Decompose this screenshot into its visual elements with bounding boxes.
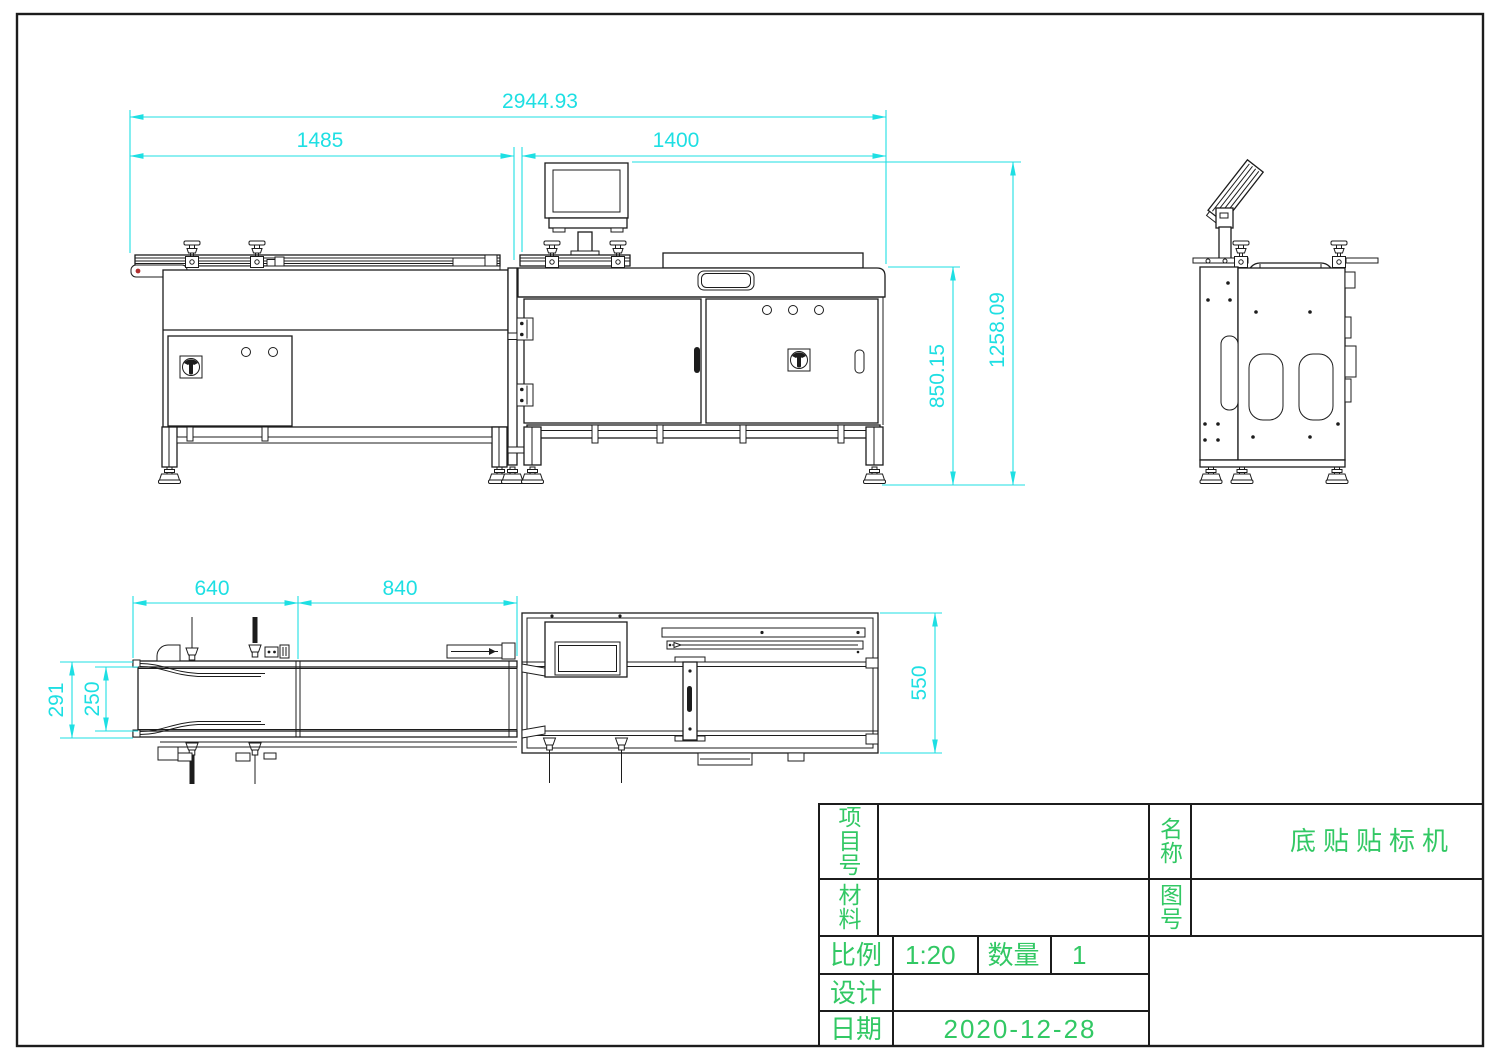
- adjuster-knob: [185, 647, 199, 661]
- power-switch: [179, 355, 203, 379]
- hinge: [516, 383, 534, 407]
- top-view: 640 840 291 250 550: [45, 577, 942, 784]
- adjuster-knob: [248, 742, 262, 756]
- top-dimensions: 640 840 291 250 550: [45, 577, 942, 754]
- material-value: [877, 880, 1148, 934]
- material-label: 材料: [835, 883, 861, 931]
- dim-infeed-length: 640: [194, 577, 229, 600]
- dim-belt-width: 250: [81, 681, 104, 716]
- screw-holes: [1203, 281, 1340, 442]
- roller-mark: [135, 268, 141, 274]
- hinge: [516, 317, 534, 341]
- power-switch: [787, 348, 811, 372]
- design-value: [892, 975, 1148, 1010]
- dim-infeed-width: 1485: [297, 129, 344, 152]
- guide-clamp: [248, 240, 266, 268]
- design-label: 设计: [829, 977, 882, 1008]
- guide-clamp: [183, 240, 201, 268]
- date-value: 2020-12-28: [943, 1013, 1097, 1044]
- dim-overall-height: 1258.09: [986, 292, 1009, 368]
- top-infeed-conveyor: [132, 617, 518, 784]
- name-value: 底贴贴标机: [1290, 826, 1456, 856]
- entry-bracket: [156, 644, 181, 662]
- monitor: [544, 162, 629, 257]
- drawing-no-label: 图号: [1156, 883, 1183, 931]
- top-labeler-machine: [521, 612, 879, 783]
- sensor: [264, 646, 279, 658]
- leveling-foot: [1199, 466, 1223, 484]
- side-view: [1192, 158, 1379, 484]
- scale-value: 1:20: [905, 940, 956, 970]
- guide-clamp: [1330, 240, 1348, 268]
- dim-machine-depth: 550: [908, 665, 931, 700]
- leveling-foot: [521, 466, 544, 484]
- date-label: 日期: [829, 1013, 882, 1044]
- dim-labeler-width: 1400: [653, 129, 700, 152]
- front-dimensions: 2944.93 1485 1400 850.15 1258.09: [129, 90, 1025, 486]
- front-view: 2944.93 1485 1400 850.15 1258.09: [129, 90, 1025, 486]
- sheet-border: [15, 12, 1485, 1048]
- project-no-value: [877, 805, 1148, 877]
- leveling-foot: [1325, 466, 1349, 484]
- dim-table-height: 850.15: [926, 344, 949, 408]
- scale-label: 比例: [829, 940, 882, 970]
- front-labeler-machine: [516, 162, 886, 484]
- leveling-foot: [1230, 466, 1254, 484]
- front-infeed-machine: [130, 240, 511, 484]
- frame-cutout: [1298, 353, 1334, 421]
- quantity-label: 数量: [987, 940, 1040, 970]
- adjuster-knob: [248, 644, 262, 658]
- drawing-no-value: [1190, 880, 1483, 934]
- dim-guide-outer-width: 291: [45, 682, 68, 717]
- guide-clamp: [543, 240, 561, 268]
- guide-clamp: [1232, 240, 1250, 268]
- name-label: 名称: [1156, 817, 1183, 865]
- leveling-foot: [863, 466, 886, 484]
- left-door: [523, 298, 702, 424]
- project-no-label: 项目号: [835, 805, 861, 877]
- door-handle: [694, 347, 700, 373]
- leveling-foot: [158, 466, 181, 484]
- frame-cutout: [1248, 353, 1284, 421]
- door-handle: [854, 349, 865, 374]
- monitor-side: [1205, 158, 1265, 226]
- dim-conveyor-length: 840: [382, 577, 417, 600]
- dim-overall-width: 2944.93: [502, 90, 578, 113]
- frame-cutout: [1220, 335, 1239, 411]
- quantity-value: 1: [1072, 940, 1087, 970]
- guide-clamp: [609, 240, 627, 268]
